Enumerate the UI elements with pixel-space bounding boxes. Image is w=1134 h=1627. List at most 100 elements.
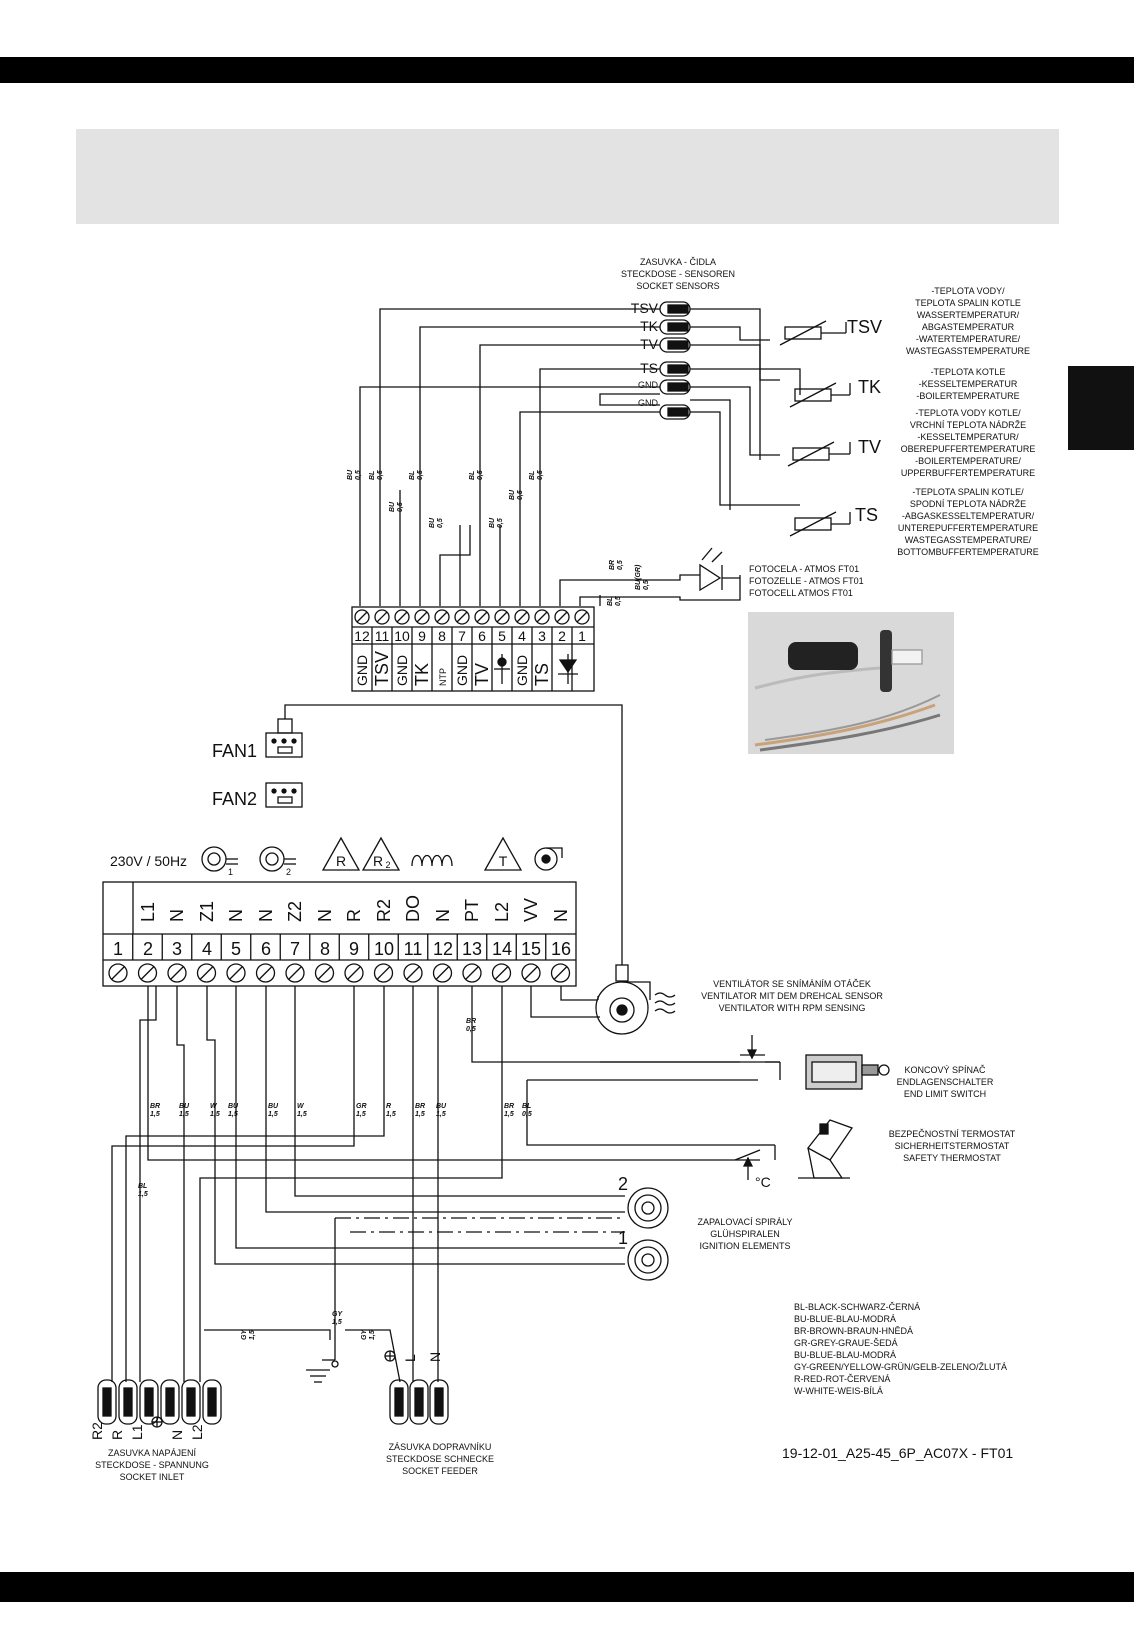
svg-text:L: L xyxy=(402,1354,418,1362)
main-terminal-screw-slot xyxy=(406,966,420,980)
svg-text:3: 3 xyxy=(538,628,546,644)
svg-text:L1: L1 xyxy=(129,1424,145,1440)
svg-text:1,5: 1,5 xyxy=(369,1330,376,1340)
socket-inlet-pin xyxy=(139,1379,159,1425)
sensor-socket xyxy=(659,301,691,420)
sensor-socket-caption: ZASUVKA - ČIDLA STECKDOSE - SENSOREN SOC… xyxy=(621,257,735,291)
svg-text:BU: BU xyxy=(228,1103,239,1110)
svg-text:GND: GND xyxy=(514,655,530,686)
socket-inlet-connector xyxy=(97,1379,222,1425)
svg-text:GR-GREY-GRAUE-ŠEDÁ: GR-GREY-GRAUE-ŠEDÁ xyxy=(794,1338,898,1348)
svg-text:BL: BL xyxy=(522,1103,531,1110)
svg-text:1,5: 1,5 xyxy=(356,1111,366,1118)
svg-text:BU: BU xyxy=(489,517,496,528)
side-tab xyxy=(1068,366,1134,450)
sensor-terminal-screws xyxy=(354,609,590,691)
svg-text:PT: PT xyxy=(462,899,482,922)
socket-inlet-ground-icon xyxy=(151,1416,163,1428)
svg-text:WASSERTEMPERATUR/: WASSERTEMPERATUR/ xyxy=(917,310,1020,320)
ignition-coils xyxy=(627,1187,669,1281)
svg-text:N: N xyxy=(169,1430,185,1440)
svg-text:BU-BLUE-BLAU-MODRÁ: BU-BLUE-BLAU-MODRÁ xyxy=(794,1350,896,1360)
bottom-black-bar xyxy=(0,1572,1134,1602)
sensor-terminal-screw-slot xyxy=(376,611,388,623)
svg-text:R2: R2 xyxy=(374,899,394,922)
svg-text:12: 12 xyxy=(354,628,370,644)
svg-text:BU-BLUE-BLAU-MODRÁ: BU-BLUE-BLAU-MODRÁ xyxy=(794,1314,896,1324)
socket-inlet-pin xyxy=(118,1379,138,1425)
svg-text:TS: TS xyxy=(532,663,552,686)
svg-text:BU: BU xyxy=(436,1103,447,1110)
svg-text:BR-BROWN-BRAUN-HNĚDÁ: BR-BROWN-BRAUN-HNĚDÁ xyxy=(794,1326,913,1336)
svg-text:R: R xyxy=(336,853,346,869)
main-terminal-screw-slot xyxy=(436,966,449,980)
sensor-pin-labels: TSV TK TV TS GND GND xyxy=(631,300,659,408)
svg-text:GLÜHSPIRALEN: GLÜHSPIRALEN xyxy=(710,1229,780,1239)
svg-text:BU: BU xyxy=(509,489,516,500)
photocell-symbol xyxy=(640,547,741,601)
svg-text:BR: BR xyxy=(415,1103,425,1110)
svg-text:11: 11 xyxy=(375,628,390,644)
svg-text:T: T xyxy=(499,853,508,869)
svg-text:TSV: TSV xyxy=(631,300,659,316)
main-terminal-screw-slot xyxy=(554,966,567,980)
svg-text:0,5: 0,5 xyxy=(477,470,484,480)
svg-text:1,5: 1,5 xyxy=(297,1111,307,1118)
safety-thermostat-caption: °C BEZPEČNOSTNÍ TERMOSTAT SICHERHEITSTER… xyxy=(755,1129,1016,1190)
svg-text:VV: VV xyxy=(521,898,541,922)
power-icons xyxy=(201,836,563,872)
ground-symbol xyxy=(306,1340,339,1383)
svg-text:TK: TK xyxy=(858,377,881,397)
limit-switch-icon xyxy=(600,1035,890,1090)
svg-text:1,5: 1,5 xyxy=(386,1111,396,1118)
svg-text:ZASUVKA NAPÁJENÍ: ZASUVKA NAPÁJENÍ xyxy=(108,1448,197,1458)
svg-text:-TEPLOTA VODY/: -TEPLOTA VODY/ xyxy=(931,286,1005,296)
svg-text:4: 4 xyxy=(202,939,212,959)
svg-text:TS: TS xyxy=(640,360,658,376)
socket-feeder-ground-icon xyxy=(384,1350,396,1362)
svg-text:GY: GY xyxy=(361,1329,368,1340)
svg-text:SOCKET INLET: SOCKET INLET xyxy=(120,1472,185,1482)
svg-text:W: W xyxy=(297,1103,305,1110)
power-icon-text: 1 2 R R 2 T xyxy=(228,853,508,877)
socket-feeder-connector xyxy=(389,1379,449,1425)
socket-inlet-pin-labels: R2 R L1 N L2 xyxy=(89,1422,205,1440)
sensor-terminal-screw-slot xyxy=(436,611,448,623)
svg-text:GND: GND xyxy=(638,398,659,408)
svg-text:W: W xyxy=(210,1103,218,1110)
svg-text:TK: TK xyxy=(640,318,659,334)
svg-text:0,5: 0,5 xyxy=(377,470,384,480)
svg-text:R: R xyxy=(373,853,383,869)
svg-text:-KESSELTEMPERATUR/: -KESSELTEMPERATUR/ xyxy=(917,432,1019,442)
photocell-terminal-icon xyxy=(558,654,578,684)
svg-text:UPPERBUFFERTEMPERATURE: UPPERBUFFERTEMPERATURE xyxy=(901,468,1035,478)
sensor-terminal-screw-slot xyxy=(576,611,588,623)
svg-text:BR: BR xyxy=(504,1103,514,1110)
svg-text:L1: L1 xyxy=(138,902,158,922)
svg-text:WASTEGASSTEMPERATURE: WASTEGASSTEMPERATURE xyxy=(906,346,1030,356)
sensor-descriptions: -TEPLOTA VODY/ TEPLOTA SPALIN KOTLE WASS… xyxy=(897,286,1039,557)
main-terminal-screw-slot xyxy=(377,966,390,980)
svg-text:BL: BL xyxy=(529,471,536,480)
svg-text:0,5: 0,5 xyxy=(417,470,424,480)
svg-text:GY-GREEN/YELLOW-GRÜN/GELB-ZELE: GY-GREEN/YELLOW-GRÜN/GELB-ZELENO/ŽLUTÁ xyxy=(794,1362,1007,1372)
svg-text:16: 16 xyxy=(551,939,571,959)
svg-text:SAFETY THERMOSTAT: SAFETY THERMOSTAT xyxy=(903,1153,1001,1163)
svg-text:0,5: 0,5 xyxy=(537,470,544,480)
svg-text:TEPLOTA SPALIN KOTLE: TEPLOTA SPALIN KOTLE xyxy=(915,298,1021,308)
main-terminal-labels: L1 N Z1 N N Z2 N R R2 DO N PT L2 VV N xyxy=(138,895,571,922)
photocell-wire-labels: BR 0,5 BU(GR) 0,5 BL 0,5 xyxy=(607,560,650,606)
svg-text:5: 5 xyxy=(498,628,506,644)
svg-text:7: 7 xyxy=(290,939,300,959)
svg-text:2: 2 xyxy=(385,860,390,870)
sensor-terminal-screw-slot xyxy=(456,611,468,623)
svg-text:N: N xyxy=(433,909,453,922)
sensor-terminal-screw-slot xyxy=(496,611,508,623)
svg-text:°C: °C xyxy=(755,1174,771,1190)
svg-text:1,5: 1,5 xyxy=(415,1111,425,1118)
svg-text:-TEPLOTA KOTLE: -TEPLOTA KOTLE xyxy=(931,367,1006,377)
main-terminal-screws xyxy=(108,963,571,983)
svg-text:0,5: 0,5 xyxy=(615,596,622,606)
svg-text:BU: BU xyxy=(268,1103,279,1110)
